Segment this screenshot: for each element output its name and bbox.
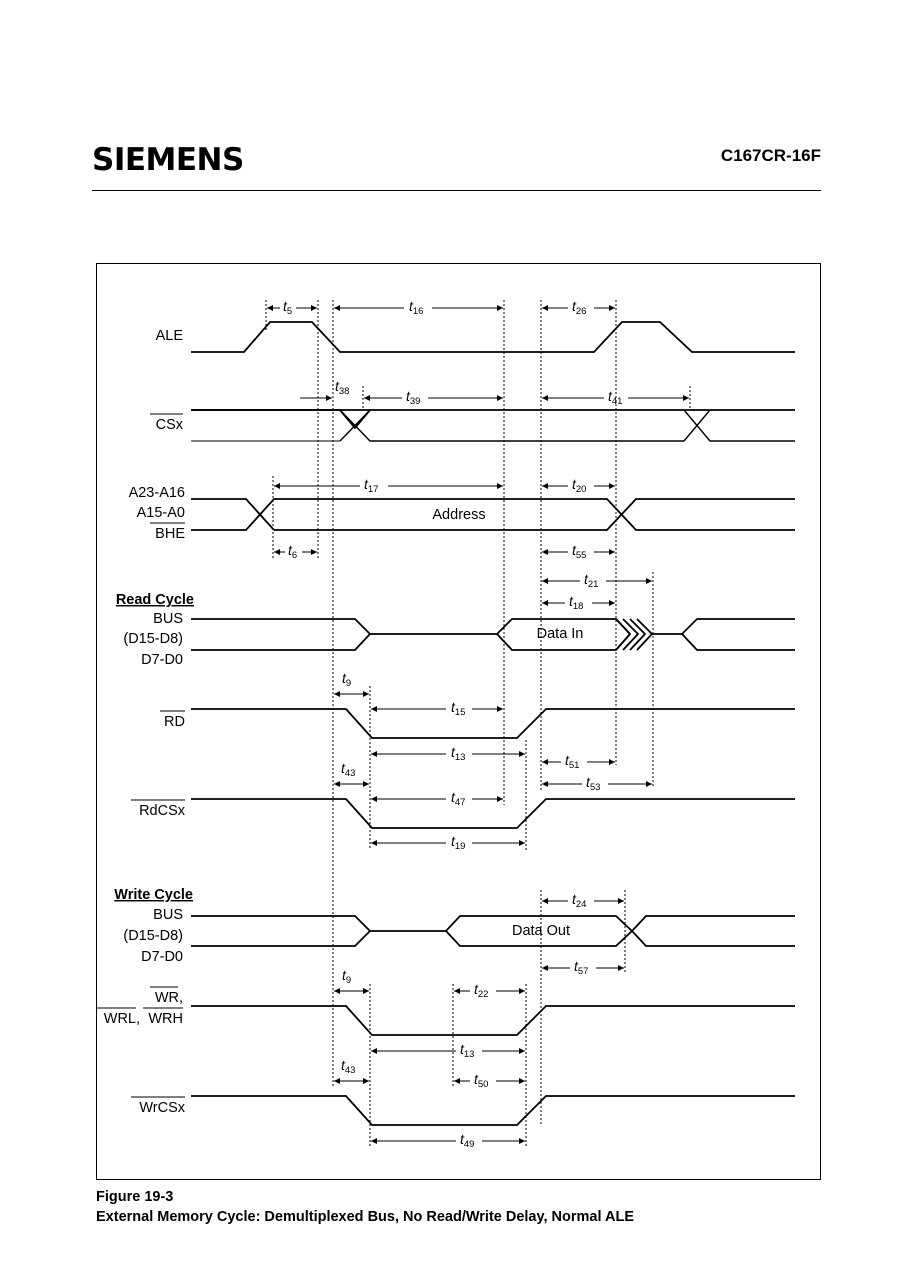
t47-label: t47 — [451, 789, 465, 808]
read-bus-bottom — [191, 633, 371, 651]
wr-label: WR, — [155, 990, 183, 1006]
read-hold-2 — [622, 618, 640, 651]
figure-number: Figure 19-3 — [96, 1189, 174, 1205]
data-in-label: Data In — [537, 626, 584, 642]
address-bus-mid — [274, 498, 795, 531]
t57-label: t57 — [574, 958, 588, 977]
write-cycle-heading: Write Cycle — [114, 887, 193, 903]
timing-labels: t5 t16 t26 t38 t39 t41 t17 t20 t6 t55 t2… — [283, 298, 622, 1150]
signal-labels: ALE CSx A23-A16 A15-A0 BHE Read Cycle BU… — [96, 328, 194, 1116]
rdcsx-label: RdCSx — [139, 803, 186, 819]
t24-label: t24 — [572, 891, 586, 910]
addr-high-label: A23-A16 — [129, 485, 185, 501]
csx-cross — [339, 409, 371, 442]
t13-read-label: t13 — [451, 744, 465, 763]
part-number: C167CR-16F — [720, 146, 821, 165]
read-float — [652, 618, 795, 635]
data-out-label: Data Out — [512, 923, 570, 939]
write-d7-label: D7-D0 — [141, 949, 183, 965]
read-d15-label: (D15-D8) — [123, 631, 183, 647]
waveforms — [191, 321, 795, 1126]
ale-waveform — [191, 321, 795, 353]
read-hold-3 — [629, 618, 647, 651]
read-cycle-heading: Read Cycle — [116, 592, 194, 608]
wrcsx-label: WrCSx — [139, 1100, 185, 1116]
addr-low-label: A15-A0 — [137, 505, 185, 521]
bhe-label: BHE — [155, 526, 185, 542]
t5-label: t5 — [283, 298, 292, 317]
rd-label: RD — [164, 714, 185, 730]
rdcsx-waveform — [191, 798, 795, 829]
csx-high-line — [191, 409, 371, 430]
figure-caption: External Memory Cycle: Demultiplexed Bus… — [96, 1209, 634, 1225]
t39-label: t39 — [406, 388, 420, 407]
read-bus-label: BUS — [153, 611, 183, 627]
bus-labels: Address Data In Data Out — [432, 507, 583, 939]
read-hold-1 — [615, 618, 632, 651]
write-bus-bottom — [191, 930, 371, 947]
t50-label: t50 — [474, 1071, 488, 1090]
ale-label: ALE — [156, 328, 184, 344]
t43-read-label: t43 — [341, 760, 355, 779]
read-float-bottom — [681, 633, 795, 651]
t6-label: t6 — [288, 542, 297, 561]
timing-arrows — [267, 305, 689, 1144]
address-bus-bottom — [191, 498, 795, 531]
t16-label: t16 — [409, 298, 423, 317]
address-label: Address — [432, 507, 485, 523]
write-bus-top — [191, 915, 795, 933]
t9-write-label: t9 — [342, 967, 351, 986]
t49-label: t49 — [460, 1131, 474, 1150]
wrcsx-waveform — [191, 1095, 795, 1126]
address-bus-top — [191, 498, 275, 531]
wrl-separator: , — [136, 1011, 140, 1027]
write-d15-label: (D15-D8) — [123, 928, 183, 944]
siemens-logo: SIEMENS — [92, 142, 244, 178]
write-data-out-bottom — [445, 929, 795, 947]
header-rule — [92, 190, 821, 191]
t9-read-label: t9 — [342, 670, 351, 689]
read-d7-label: D7-D0 — [141, 652, 183, 668]
rd-waveform — [191, 708, 795, 739]
csx-cross — [683, 409, 795, 442]
t43-write-label: t43 — [341, 1057, 355, 1076]
t41-label: t41 — [608, 388, 622, 407]
t38-label: t38 — [335, 378, 349, 397]
t51-label: t51 — [565, 752, 579, 771]
t26-label: t26 — [572, 298, 586, 317]
t22-label: t22 — [474, 981, 488, 1000]
t18-label: t18 — [569, 593, 583, 612]
wr-waveform — [191, 1005, 795, 1036]
figure-frame — [96, 263, 821, 1180]
write-bus-label: BUS — [153, 907, 183, 923]
wrh-label: WRH — [148, 1011, 183, 1027]
t19-label: t19 — [451, 833, 465, 852]
t17-label: t17 — [364, 476, 378, 495]
t53-label: t53 — [586, 774, 600, 793]
csx-label: CSx — [156, 417, 184, 433]
t15-label: t15 — [451, 699, 465, 718]
t55-label: t55 — [572, 542, 586, 561]
csx-cross — [339, 409, 711, 442]
t20-label: t20 — [572, 476, 586, 495]
reference-lines — [265, 300, 691, 1148]
t13-write-label: t13 — [460, 1041, 474, 1060]
t21-label: t21 — [584, 571, 598, 590]
wrl-label: WRL — [104, 1011, 136, 1027]
